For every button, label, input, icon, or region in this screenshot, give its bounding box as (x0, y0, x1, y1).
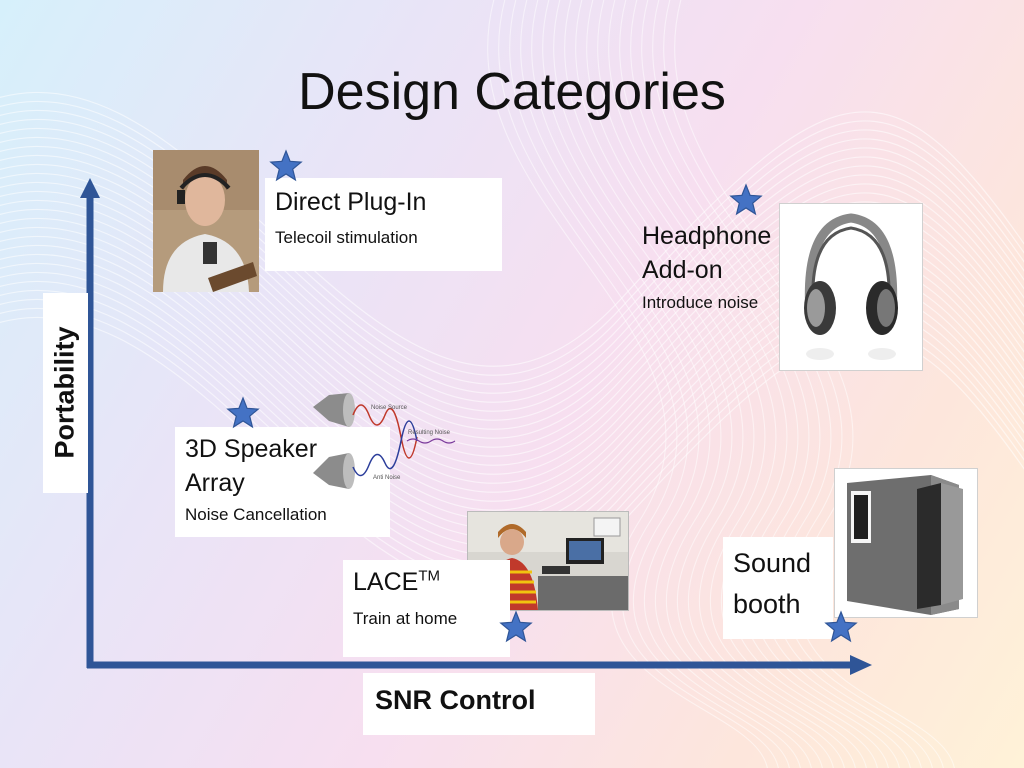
background-wave-line (542, 0, 823, 768)
background-wave-line (0, 100, 1024, 376)
background-wave-line (0, 253, 1024, 529)
slide-title: Design Categories (298, 63, 726, 121)
y-axis-arrowhead (80, 178, 100, 198)
lace-trademark: TM (418, 567, 440, 585)
background-wave-line (487, 0, 768, 768)
background-wave-line (0, 226, 1024, 502)
background-wave-line (553, 0, 834, 768)
background-wave-line (0, 235, 1024, 511)
anti-noise-wave (352, 420, 418, 477)
lace-box: LACETM Train at home (343, 560, 510, 657)
headphone-photo-frame (780, 204, 922, 370)
y-axis-label-box: Portability (43, 293, 88, 493)
headphone-desc: Introduce noise (642, 292, 759, 312)
background-wave-line (0, 181, 1024, 457)
background-wave-line (0, 154, 1024, 430)
background-wave-line (630, 0, 911, 768)
background-wave-line (575, 0, 856, 768)
direct-plugin-desc: Telecoil stimulation (275, 228, 418, 247)
background-wave-line (663, 0, 944, 768)
background-wave-line (0, 127, 1024, 403)
headphone-title: Headphone Add-on (642, 222, 772, 284)
background-wave-line (0, 172, 1024, 448)
headphone-star-icon (729, 183, 763, 216)
speaker-array-title: 3D Speaker Array (185, 435, 318, 497)
background-wave-line (0, 217, 1024, 493)
direct-plugin-title: Direct Plug-In (275, 188, 427, 216)
x-axis-label: SNR Control (375, 685, 536, 715)
background-wave-line (0, 109, 1024, 385)
sound-booth-star-icon (824, 610, 858, 643)
lace-star-icon (499, 610, 533, 643)
background-wave-line (0, 136, 1024, 412)
sound-booth-photo-frame (835, 469, 977, 617)
lace-desc: Train at home (353, 609, 458, 628)
speaker-array-star-icon (226, 396, 260, 429)
noise-cancellation-diagram: Noise Source Resulting Noise Anti Noise (313, 393, 456, 489)
background-wave-line (674, 0, 955, 768)
noise-source-speaker-icon (313, 393, 355, 427)
background-wave-line (652, 0, 933, 768)
background-wave-line (641, 0, 922, 768)
background-wave-line (564, 0, 845, 768)
x-axis-label-box: SNR Control (363, 673, 595, 735)
sound-booth-box: Sound booth (723, 537, 833, 639)
resulting-noise-wave (406, 438, 456, 444)
lace-title-text: LACE (353, 568, 419, 596)
background-wave-line (0, 118, 1024, 394)
direct-plugin-photo (153, 150, 259, 292)
sound-booth-icon (847, 475, 963, 615)
noise-source-label: Noise Source (371, 405, 408, 411)
background-wave-line (0, 199, 1024, 475)
background-wave-line (619, 0, 900, 768)
sound-booth-title: Sound booth (733, 548, 812, 619)
background-wave-line (0, 91, 1024, 367)
direct-plugin-star-icon (269, 149, 303, 182)
background-wave-line (586, 0, 867, 768)
direct-plugin-box: Direct Plug-In Telecoil stimulation (265, 178, 502, 271)
background-wave-line (0, 208, 1024, 484)
background-wave-line (509, 0, 790, 768)
background-wave-line (0, 244, 1024, 520)
noise-wave (352, 404, 418, 459)
speaker-array-desc: Noise Cancellation (185, 505, 327, 524)
x-axis-arrowhead (850, 655, 872, 675)
background-wave-line (597, 0, 878, 768)
headphone-text: Headphone Add-on Introduce noise (642, 220, 792, 314)
lace-title: LACETM (353, 566, 440, 600)
background-wave-line (520, 0, 801, 768)
background-wave-line (531, 0, 812, 768)
background-wave-line (0, 145, 1024, 421)
speaker-array-box: 3D Speaker Array Noise Cancellation (175, 427, 390, 537)
background-wave-line (498, 0, 779, 768)
background-wave-line (608, 0, 889, 768)
anti-noise-label: Anti Noise (373, 475, 401, 481)
headphone-icon (804, 213, 898, 360)
resulting-noise-label: Resulting Noise (408, 430, 451, 436)
background-wave-line (0, 190, 1024, 466)
anti-noise-speaker-icon (313, 453, 355, 489)
background-wave-line (0, 163, 1024, 439)
